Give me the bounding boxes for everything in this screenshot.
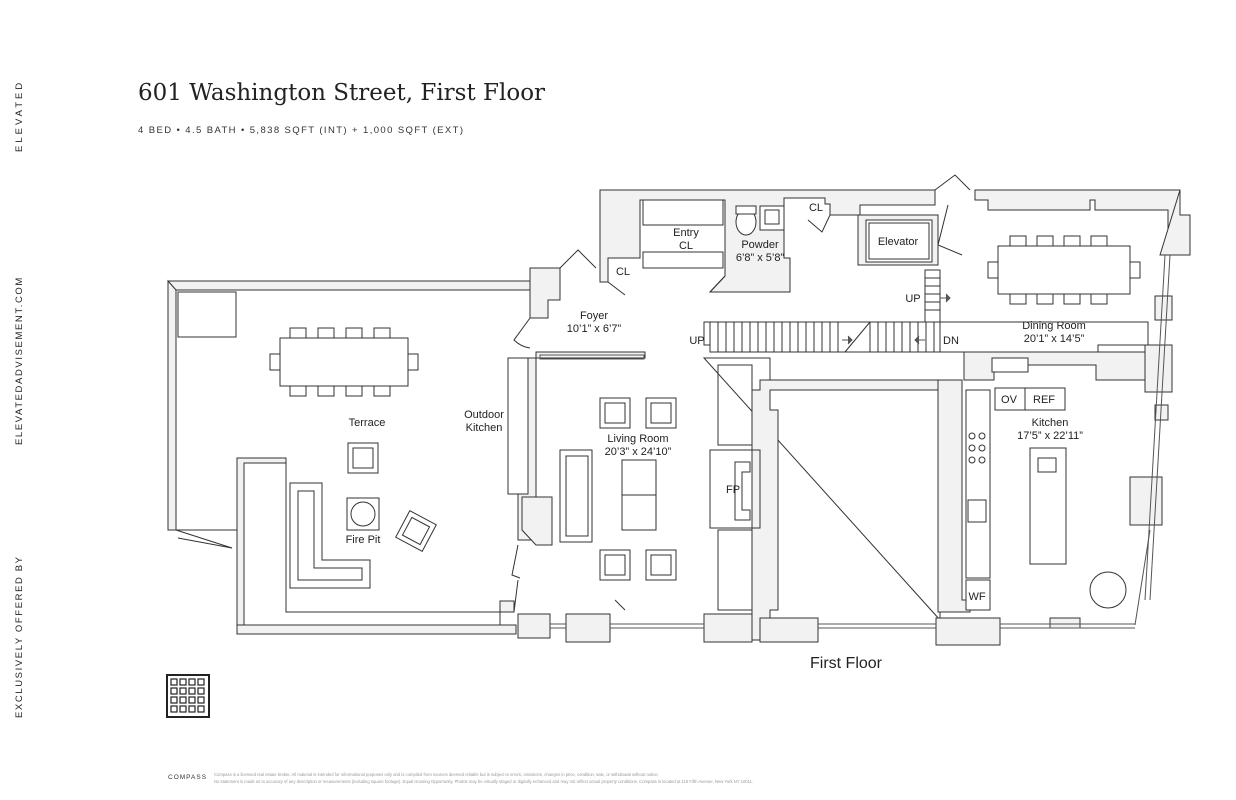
building-logo-icon: [166, 674, 210, 718]
terrace-lounge: [289, 442, 437, 589]
foyer-dimensions: 10’1” x 6’7”: [567, 323, 622, 335]
dining-room-label: Dining Room: [1022, 320, 1086, 332]
footer-disclaimer-line-1: Compass is a licensed real estate broker…: [214, 772, 659, 777]
powder-dimensions: 6’8” x 5’8”: [736, 252, 785, 264]
fire-pit-label: Fire Pit: [346, 534, 381, 546]
living-room-label: Living Room: [607, 433, 668, 445]
stairs: [709, 269, 941, 353]
foyer-label: Foyer: [580, 310, 608, 322]
stairs-up-label-left: UP: [689, 335, 704, 347]
powder-label: Powder: [741, 239, 779, 251]
footer-brand: COMPASS: [168, 774, 208, 781]
page-title: 601 Washington Street, First Floor: [138, 80, 546, 106]
living-furniture: [559, 397, 751, 581]
terrace-walls: [167, 279, 531, 635]
entry-cl-label-2: CL: [679, 240, 693, 252]
terrace-table: [269, 327, 419, 397]
dining-table: [987, 235, 1141, 305]
kitchen-label: Kitchen: [1032, 417, 1069, 429]
window-strips: [539, 254, 1171, 629]
entry-cl-label-1: Entry: [673, 227, 699, 239]
refrigerator-label: REF: [1033, 394, 1055, 406]
oven-label: OV: [1001, 394, 1018, 406]
terrace-label: Terrace: [349, 417, 386, 429]
dining-chairs: [987, 235, 1141, 305]
outdoor-kitchen-label-1: Outdoor: [464, 409, 504, 421]
stairs-down-label: DN: [943, 335, 959, 347]
kitchen-fixtures: [965, 357, 1127, 611]
elevator-label: Elevator: [878, 236, 919, 248]
closet-label-foyer: CL: [616, 266, 630, 278]
living-room-dimensions: 20’3” x 24’10”: [605, 446, 672, 458]
dining-room-dimensions: 20’1” x 14’5”: [1024, 333, 1085, 345]
powder-fixtures: [642, 199, 939, 269]
outdoor-kitchen-label-2: Kitchen: [466, 422, 503, 434]
fireplace-label: FP: [726, 484, 740, 496]
closet-label-top: CL: [809, 202, 823, 214]
stair-arrows: [842, 293, 951, 345]
page-subtitle: 4 BED • 4.5 BATH • 5,838 SQFT (INT) + 1,…: [138, 125, 465, 136]
wine-fridge-label: WF: [968, 591, 985, 603]
stairs-up-label-right: UP: [905, 293, 920, 305]
floor-label: First Floor: [810, 655, 883, 672]
footer-disclaimer-line-2: No statement is made as to accuracy of a…: [214, 779, 754, 784]
kitchen-dimensions: 17’5” x 22’11”: [1017, 430, 1083, 442]
outdoor-kitchen-counter: [507, 357, 529, 495]
